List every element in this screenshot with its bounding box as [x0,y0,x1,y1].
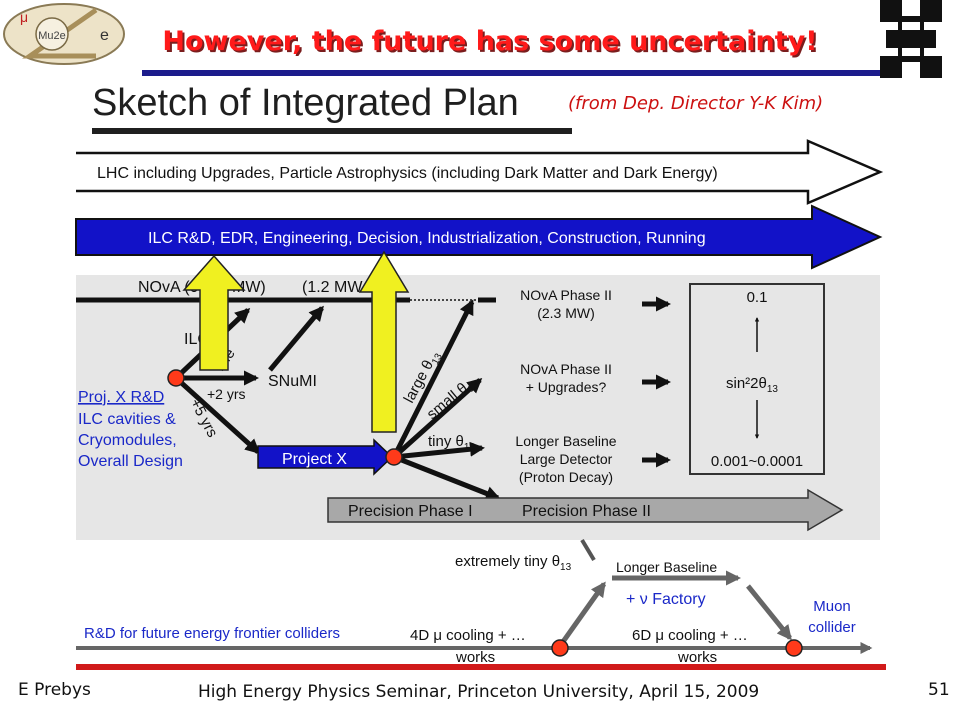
works-label-1: works [455,649,495,666]
branch-snumi-up [268,305,324,372]
outcome2-line0: NOvA Phase II [520,361,612,377]
node-6d-cooling [785,639,803,657]
snumi-label: SNuMI [268,373,317,390]
title-divider [142,70,882,76]
tiny-theta-label: tiny θ13 [428,433,475,453]
nova-label-start: NOvA (0 [138,279,199,296]
project-x-arrow: Project X [257,438,394,476]
works-label-2: works [677,649,717,666]
fermilab-logo [880,0,942,78]
extremely-tiny-label: extremely tiny θ13 [455,553,572,573]
cooling4d-label: 4D μ cooling + … [410,627,526,644]
node-project-x [385,448,403,466]
yellow-arrow-left [182,254,246,371]
footer-event: High Energy Physics Seminar, Princeton U… [198,682,760,702]
outcome3-line0: Longer Baseline [515,433,616,449]
sin-top-value: 0.1 [747,289,768,306]
yellow-arrow-right [358,250,410,433]
precision1-label: Precision Phase I [348,503,473,520]
longer-baseline-label: Longer Baseline [616,559,717,575]
branch-small [392,377,483,459]
projx-rd-0: Proj. X R&D [78,389,164,406]
mu2e-logo-e: e [100,27,109,44]
branch-5yrs [174,376,261,455]
sin-label: sin²2θ13 [726,375,778,395]
outcome3-line1: Large Detector [520,451,613,467]
mu2e-logo: Mu2e μ e [3,3,125,65]
outcome3-line2: (Proton Decay) [519,469,613,485]
outcome1-line1: (2.3 MW) [537,305,595,321]
slide-title: However, the future has some uncertainty… [162,26,818,57]
muon-collider-line0: Muon [813,598,851,615]
page-number: 51 [928,680,950,700]
branch-factory-up [557,581,607,648]
lhc-arrow: LHC including Upgrades, Particle Astroph… [76,139,884,205]
outcome1-line0: NOvA Phase II [520,287,612,303]
sin-bottom-value: 0.001~0.0001 [711,453,803,470]
projx-rd-1: ILC cavities & [78,411,176,428]
nova-label-end: MW) [232,279,266,296]
sketch-underline [92,128,572,134]
nu-factory-label: + ν Factory [626,591,706,608]
mu2e-logo-mu: μ [20,9,28,25]
branch-large [391,299,475,459]
ilc-arrow-label: ILC R&D, EDR, Engineering, Decision, Ind… [148,230,706,247]
ilc-arrow: ILC R&D, EDR, Engineering, Decision, Ind… [75,204,883,270]
footer-author: E Prebys [18,680,91,700]
outcome2-line1: + Upgrades? [526,379,607,395]
branch-precision [393,454,501,501]
footer-divider [76,664,886,670]
projx-rd-3: Overall Design [78,453,183,470]
muon-collider-line1: collider [808,619,856,636]
plus2yrs-label: +2 yrs [207,386,246,402]
precision-arrow: Precision Phase I Precision Phase II [327,488,844,532]
nova-upgrade-label: (1.2 MW [302,279,363,296]
branch-factory-down [746,584,792,641]
project-x-label: Project X [282,451,347,468]
lhc-arrow-label: LHC including Upgrades, Particle Astroph… [97,165,718,182]
projx-rd-2: Cryomodules, [78,432,177,449]
sin-box [689,283,825,475]
mu2e-logo-text: Mu2e [38,30,66,42]
sketch-title: Sketch of Integrated Plan [92,82,519,124]
attribution: (from Dep. Director Y-K Kim) [568,93,824,114]
node-start [167,369,185,387]
branch-tiny [393,441,485,460]
cooling6d-label: 6D μ cooling + … [632,627,748,644]
node-4d-cooling [551,639,569,657]
rd-colliders-label: R&D for future energy frontier colliders [84,625,340,642]
precision2-label: Precision Phase II [522,503,651,520]
extremely-tiny-stroke [580,538,596,562]
